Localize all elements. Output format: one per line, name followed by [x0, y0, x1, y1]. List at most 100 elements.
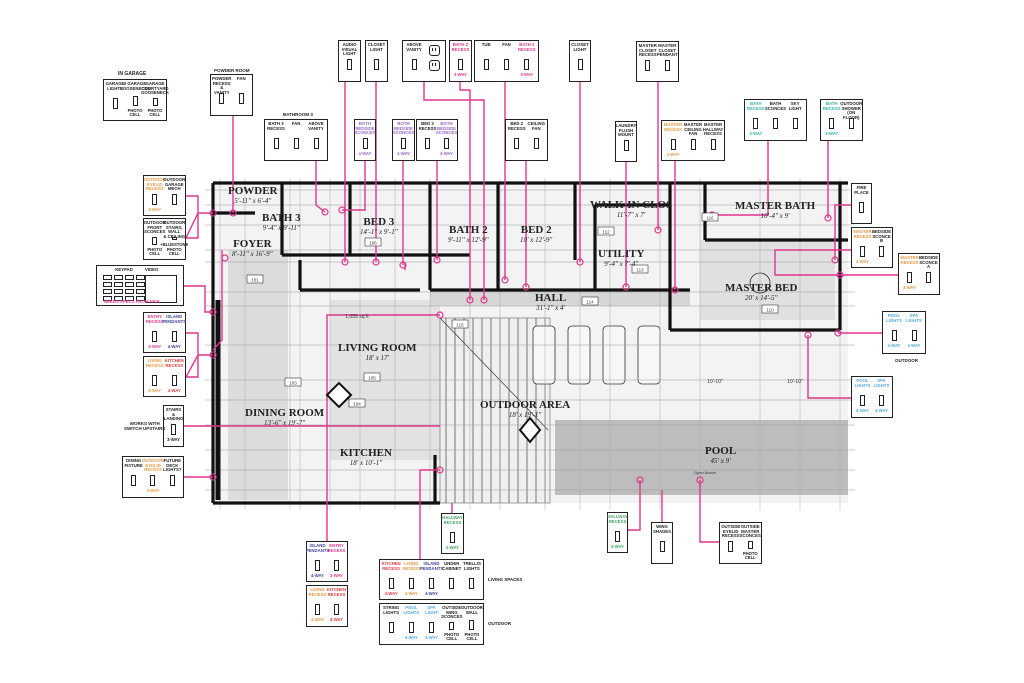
- switch[interactable]: OUTSIDE EYELID RECESS: [721, 524, 741, 561]
- toggle-switch-icon[interactable]: [879, 395, 884, 406]
- toggle-switch-icon[interactable]: [710, 139, 716, 150]
- toggle-switch-icon[interactable]: [533, 138, 539, 149]
- switch[interactable]: WING SHADES: [653, 524, 671, 561]
- switch[interactable]: BOTH BEDSIDE SCONCES 4-WAY: [354, 121, 375, 158]
- switch[interactable]: BATH 2 RECESS 3-WAY: [451, 42, 470, 79]
- toggle-switch-icon[interactable]: [623, 140, 629, 151]
- toggle-switch-icon[interactable]: [891, 330, 897, 341]
- switch[interactable]: BEDSIDE SCONCE A: [919, 255, 938, 292]
- toggle-switch-icon[interactable]: [315, 560, 320, 571]
- toggle-switch-icon[interactable]: [444, 138, 449, 149]
- switch[interactable]: LIVING RECESS 4-WAY: [401, 561, 421, 597]
- toggle-switch-icon[interactable]: [792, 118, 798, 129]
- toggle-switch-icon[interactable]: [152, 194, 158, 205]
- switch[interactable]: ABOVE VANITY: [306, 121, 326, 158]
- switch[interactable]: SPA LIGHTS 4-WAY: [872, 378, 891, 415]
- switch[interactable]: LIVING RECESS 4-WAY: [308, 587, 327, 624]
- switch[interactable]: FUTURE DECK LIGHTS?: [163, 458, 182, 495]
- toggle-switch-icon[interactable]: [362, 138, 368, 149]
- toggle-switch-icon[interactable]: [450, 532, 455, 543]
- toggle-switch-icon[interactable]: [132, 96, 138, 106]
- toggle-switch-icon[interactable]: [408, 578, 414, 589]
- switch[interactable]: KITCHEN RECESS 4-WAY: [165, 358, 185, 394]
- switch[interactable]: FAN: [232, 76, 252, 113]
- switch[interactable]: CEILING FAN: [527, 121, 547, 158]
- toggle-switch-icon[interactable]: [112, 98, 118, 109]
- toggle-switch-icon[interactable]: [449, 578, 455, 589]
- toggle-switch-icon[interactable]: [425, 138, 430, 149]
- switch[interactable]: MASTER RECESS 4-WAY: [663, 122, 683, 158]
- toggle-switch-icon[interactable]: [347, 59, 352, 70]
- toggle-switch-icon[interactable]: [848, 118, 854, 129]
- toggle-switch-icon[interactable]: [524, 59, 530, 70]
- switch[interactable]: KITCHEN RECESS 4-WAY: [381, 561, 401, 597]
- switch[interactable]: TUB: [476, 42, 496, 79]
- keypad[interactable]: KEYPAD: [103, 267, 145, 303]
- switch[interactable]: BATH 3 RECESS: [266, 121, 286, 158]
- switch[interactable]: SPA LIGHTS 4-WAY: [904, 313, 924, 351]
- switch[interactable]: BED 3 RECESS: [418, 121, 437, 158]
- switch[interactable]: MASTER RECESS 4-WAY: [900, 255, 919, 292]
- toggle-switch-icon[interactable]: [773, 118, 778, 129]
- toggle-switch-icon[interactable]: [483, 59, 489, 70]
- switch[interactable]: OUTDOOR SHOWER (ON FLOOR): [840, 101, 862, 138]
- toggle-switch-icon[interactable]: [152, 331, 158, 342]
- switch[interactable]: MASTER CLOSET PENDANT: [657, 43, 678, 79]
- toggle-switch-icon[interactable]: [747, 540, 753, 549]
- toggle-switch-icon[interactable]: [615, 531, 620, 542]
- toggle-switch-icon[interactable]: [577, 59, 583, 70]
- toggle-switch-icon[interactable]: [152, 97, 158, 106]
- toggle-switch-icon[interactable]: [728, 541, 734, 552]
- switch[interactable]: OUTDOOR GARAGE MECH: [163, 177, 185, 213]
- switch[interactable]: STAIRS & LANDING 3-WAY: [164, 407, 184, 444]
- switch[interactable]: OUTDOOR EYELID RECESS 3-WAY: [142, 458, 164, 495]
- toggle-switch-icon[interactable]: [860, 395, 865, 406]
- toggle-switch-icon[interactable]: [408, 622, 414, 633]
- toggle-switch-icon[interactable]: [670, 139, 676, 150]
- switch[interactable]: LAUNDRY FLUSH MOUNT: [616, 123, 636, 159]
- toggle-switch-icon[interactable]: [171, 331, 177, 342]
- switch[interactable]: KITCHEN RECESS 4-WAY: [327, 587, 346, 624]
- switch[interactable]: SPA LIGHT 4-WAY: [421, 605, 441, 642]
- toggle-switch-icon[interactable]: [219, 93, 225, 104]
- toggle-switch-icon[interactable]: [503, 59, 509, 70]
- toggle-switch-icon[interactable]: [334, 604, 339, 615]
- toggle-switch-icon[interactable]: [458, 59, 463, 70]
- switch[interactable]: LIVING RECESS 4-WAY: [145, 358, 165, 394]
- toggle-switch-icon[interactable]: [401, 138, 406, 149]
- switch[interactable]: BOTH BEDSIDE SCONCES 4-WAY: [393, 121, 414, 158]
- toggle-switch-icon[interactable]: [171, 375, 177, 386]
- switch[interactable]: FAN: [496, 42, 516, 79]
- toggle-switch-icon[interactable]: [152, 375, 158, 386]
- toggle-switch-icon[interactable]: [659, 541, 665, 552]
- toggle-switch-icon[interactable]: [388, 578, 394, 589]
- switch[interactable]: MASTER CLOSET RECESS: [638, 43, 658, 79]
- toggle-switch-icon[interactable]: [859, 202, 864, 213]
- toggle-switch-icon[interactable]: [469, 620, 475, 630]
- toggle-switch-icon[interactable]: [907, 272, 912, 283]
- switch[interactable]: OUTSIDE MASTER SCONCES PHOTO CELL: [740, 524, 761, 561]
- switch[interactable]: HALLWAY RECESS 3-WAY: [607, 514, 628, 550]
- toggle-switch-icon[interactable]: [334, 560, 339, 571]
- switch[interactable]: BATH RECESS 3-WAY: [822, 101, 842, 138]
- toggle-switch-icon[interactable]: [449, 621, 455, 630]
- switch[interactable]: BED 2 RECESS: [507, 121, 527, 158]
- switch[interactable]: OUTDOOR FRONT SCONCES PHOTO CELL: [144, 220, 166, 257]
- switch[interactable]: DINING FIXTURE: [124, 458, 143, 495]
- switch[interactable]: HALLWAY RECESS 3-WAY: [442, 515, 463, 551]
- switch[interactable]: POOL LIGHTS 4-WAY: [401, 605, 421, 642]
- toggle-switch-icon[interactable]: [293, 138, 299, 149]
- toggle-switch-icon[interactable]: [171, 237, 177, 241]
- toggle-switch-icon[interactable]: [664, 60, 670, 71]
- switch[interactable]: OUTDOOR STAIRS, WALL & CEILING +BLUESTON…: [160, 220, 188, 257]
- switch[interactable]: OUTSIDE WING SCONCES PHOTO CELL: [441, 605, 462, 642]
- toggle-switch-icon[interactable]: [171, 424, 176, 435]
- switch[interactable]: POWDER RECESS & VANITY: [212, 76, 232, 113]
- switch[interactable]: AUDIO VISUAL LIGHT: [340, 42, 359, 79]
- switch[interactable]: GARAGE LIGHTS: [105, 81, 125, 118]
- switch[interactable]: ENTRY RECESS 3-WAY: [327, 543, 346, 579]
- switch[interactable]: MASTER RECESS 4-WAY: [853, 229, 872, 265]
- video-panel[interactable]: VIDEO: [145, 267, 177, 303]
- switch[interactable]: ABOVE VANITY: [404, 42, 424, 79]
- toggle-switch-icon[interactable]: [514, 138, 520, 149]
